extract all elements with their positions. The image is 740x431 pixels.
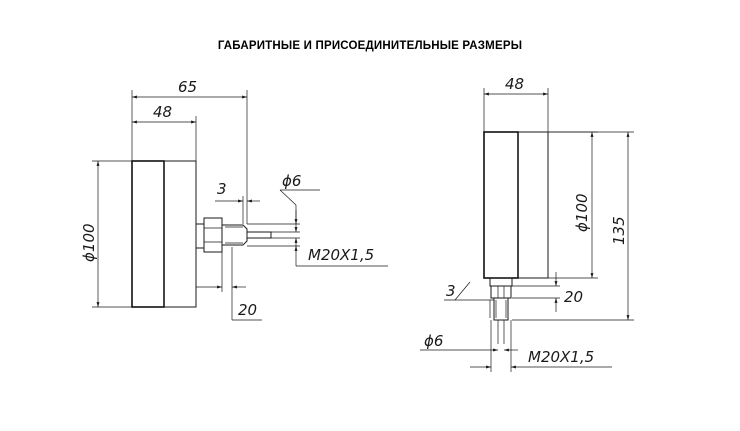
fitting-front-hex	[490, 285, 512, 299]
thread-shank	[221, 224, 248, 246]
dim-65-label: 65	[178, 78, 197, 96]
front-view: 48 ϕ100 135 20 3 ϕ6 M20X1,5	[420, 75, 634, 372]
dim-3-front-label: 3	[446, 282, 456, 300]
gauge-front-bezel	[517, 131, 549, 279]
dim-d100-front-label: ϕ100	[573, 193, 591, 232]
gauge-front-case	[483, 131, 519, 279]
fitting-neck	[489, 277, 513, 287]
dim-20-front-label: 20	[564, 288, 583, 306]
dim-48-front-label: 48	[505, 75, 524, 93]
dim-d100-label: ϕ100	[80, 223, 98, 262]
dim-135-label: 135	[610, 216, 628, 245]
side-view: 65 48 ϕ100 3 ϕ6 M20X1,5	[80, 78, 388, 321]
thread-front	[493, 297, 509, 321]
drawing-title: ГАБАРИТНЫЕ И ПРИСОЕДИНИТЕЛЬНЫЕ РАЗМЕРЫ	[217, 40, 523, 52]
gauge-case	[163, 160, 197, 308]
dim-thread-label: M20X1,5	[308, 246, 374, 264]
fitting-flange	[195, 223, 205, 249]
dim-d6-front-label: ϕ6	[424, 332, 443, 350]
dim-20-label: 20	[238, 301, 257, 319]
fitting-hex	[203, 217, 223, 253]
dim-d6-label: ϕ6	[282, 172, 301, 190]
dim-3-label: 3	[217, 180, 227, 198]
gauge-bezel	[131, 160, 165, 308]
dim-48-label: 48	[153, 103, 172, 121]
channel	[246, 231, 272, 239]
dim-thread-front-label: M20X1,5	[528, 348, 594, 366]
